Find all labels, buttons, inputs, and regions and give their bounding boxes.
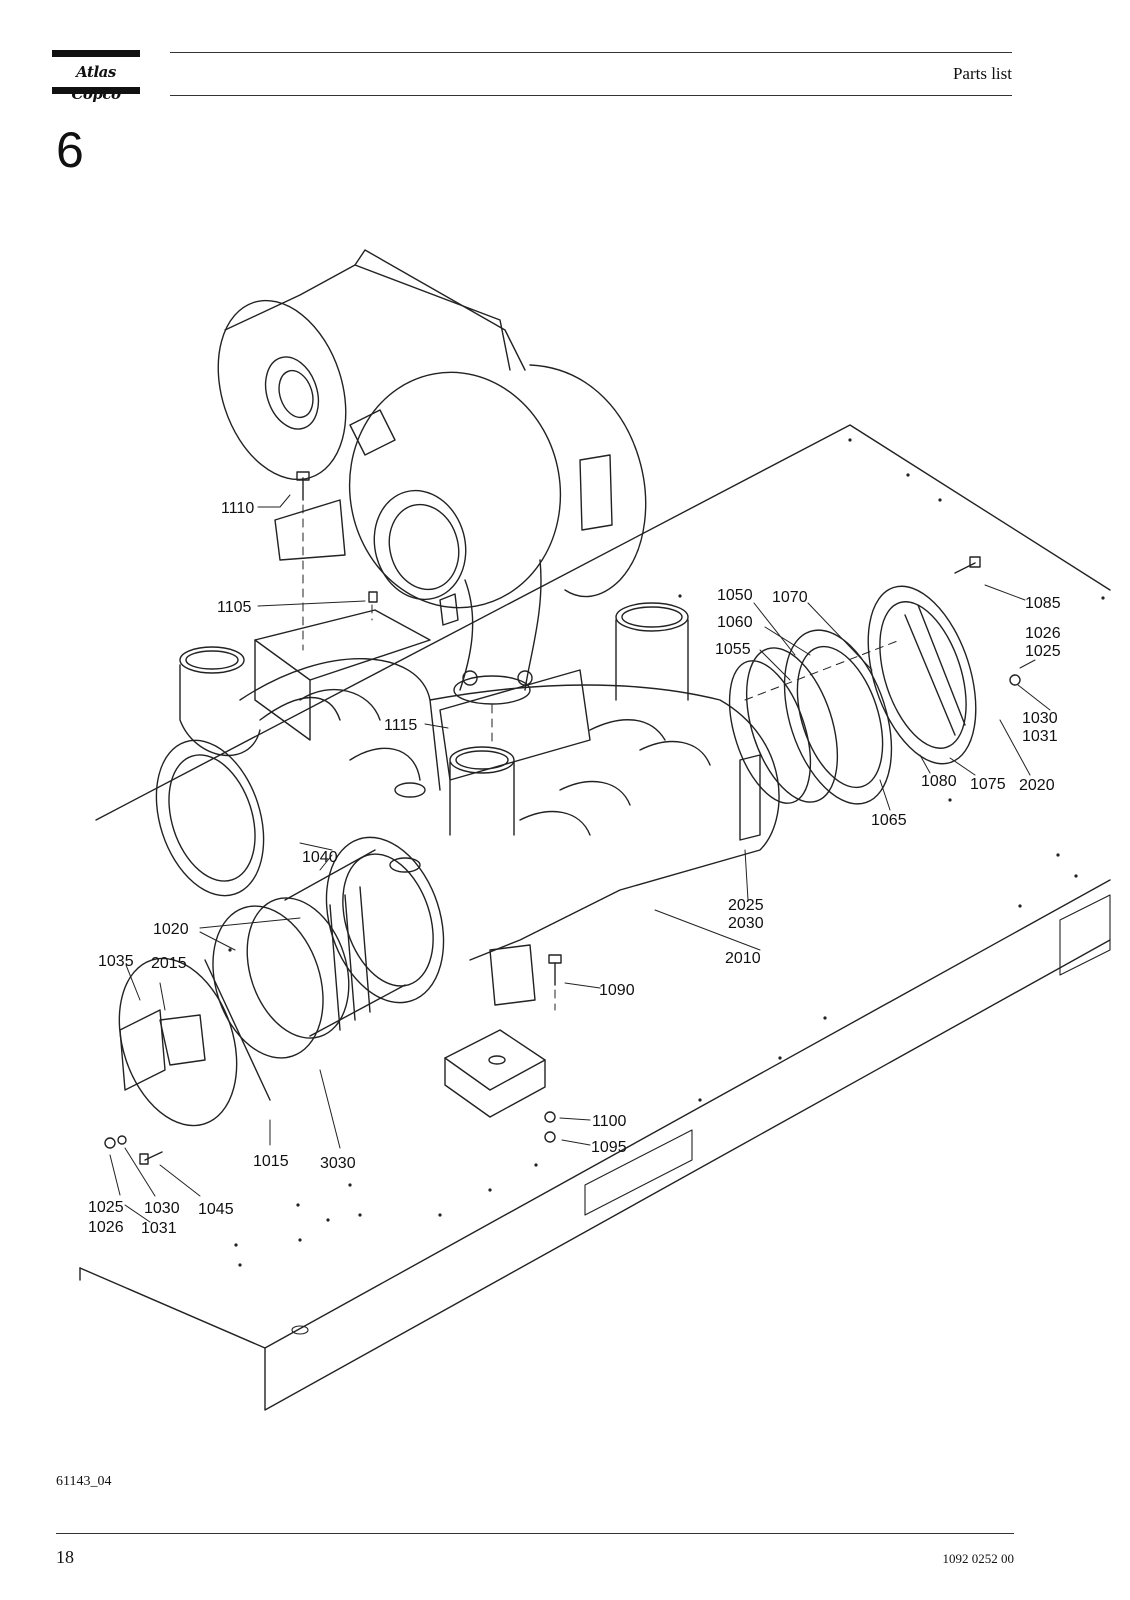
callout-1025-right: 1025 [1025,643,1061,660]
callout-1085: 1085 [1025,595,1061,612]
callout-2025: 2025 [728,897,764,914]
callout-2010: 2010 [725,950,761,967]
callout-1090: 1090 [599,982,635,999]
footer-rule [56,1533,1014,1534]
callout-1065: 1065 [871,812,907,829]
callout-2020: 2020 [1019,777,1055,794]
callout-1031-left: 1031 [141,1220,177,1237]
document-code: 1092 0252 00 [942,1551,1015,1566]
figure-id: 61143_04 [56,1474,112,1489]
callout-1040: 1040 [302,849,338,866]
support-pad [444,1029,546,1118]
callout-1035: 1035 [98,953,134,970]
callout-1095: 1095 [591,1139,627,1156]
callout-1030-right: 1030 [1022,710,1058,727]
gearbox-housing [217,249,647,705]
callout-1100: 1100 [592,1113,627,1130]
callout-1025-left: 1025 [88,1199,124,1216]
header-rule-top [170,52,1012,53]
callout-1026-left: 1026 [88,1219,124,1236]
callout-1031-right: 1031 [1022,728,1058,745]
callout-1075: 1075 [970,776,1006,793]
end-cover-left [118,957,271,1127]
header-rule-bottom [170,95,1012,96]
callout-3030: 3030 [320,1155,356,1172]
section-number: 6 [56,122,84,178]
atlas-copco-logo: Atlas Copco [52,50,140,103]
cooler-body [155,602,780,1006]
callout-1115: 1115 [384,717,417,734]
logo-bar-top [52,50,140,57]
callout-1020: 1020 [153,921,189,938]
callout-1050: 1050 [717,587,753,604]
callout-1080: 1080 [921,773,957,790]
callout-1105: 1105 [217,599,252,616]
logo-bar-bottom [52,87,140,94]
callout-1110: 1110 [221,500,254,517]
callout-1026-right: 1026 [1025,625,1061,642]
callout-1015: 1015 [253,1153,289,1170]
callout-1070: 1070 [772,589,808,606]
fasteners [104,471,1021,1165]
page-number: 18 [56,1547,74,1567]
callout-1055: 1055 [715,641,751,658]
callout-2015: 2015 [151,955,187,972]
page-header-title: Parts list [952,64,1012,83]
callout-1045: 1045 [198,1201,234,1218]
callout-1030-left: 1030 [144,1200,180,1217]
end-cover-right [728,585,977,805]
callout-1060: 1060 [717,614,753,631]
base-frame [79,424,1111,1411]
callout-2030: 2030 [728,915,764,932]
